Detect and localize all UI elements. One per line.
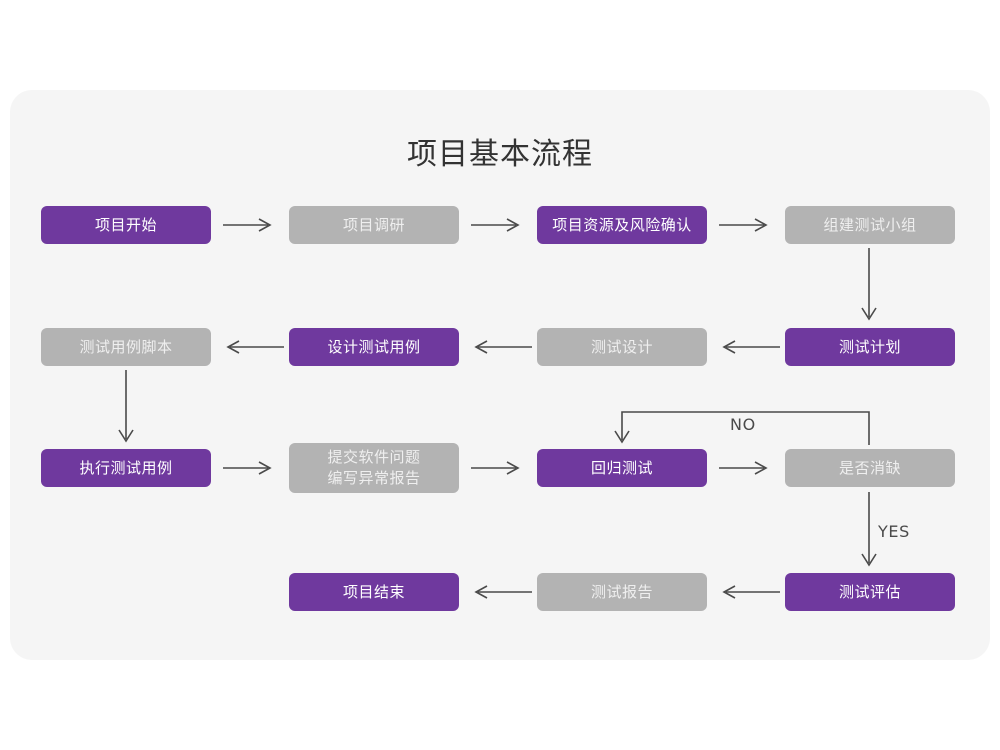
- edge-n3-n4: [719, 218, 768, 232]
- node-test-plan[interactable]: 测试计划: [785, 328, 955, 366]
- page-title: 项目基本流程: [407, 137, 593, 172]
- node-test-case-script[interactable]: 测试用例脚本: [41, 328, 211, 366]
- node-project-end[interactable]: 项目结束: [289, 573, 459, 611]
- edge-n14-n13: [474, 585, 532, 599]
- edge-n15-n14: [722, 585, 780, 599]
- edge-n12-n15-yes: [861, 492, 877, 567]
- edge-n11-n12: [719, 461, 768, 475]
- edge-n10-n11: [471, 461, 520, 475]
- node-resource-risk-confirm[interactable]: 项目资源及风险确认: [537, 206, 707, 244]
- edge-n2-n3: [471, 218, 520, 232]
- node-defect-cleared[interactable]: 是否消缺: [785, 449, 955, 487]
- node-test-design[interactable]: 测试设计: [537, 328, 707, 366]
- edge-n6-n5: [226, 340, 284, 354]
- edge-n5-n9: [118, 370, 134, 443]
- edge-label-yes: YES: [878, 522, 910, 541]
- edge-n7-n6: [474, 340, 532, 354]
- node-execute-test-case[interactable]: 执行测试用例: [41, 449, 211, 487]
- node-project-research[interactable]: 项目调研: [289, 206, 459, 244]
- diagram-card: [10, 90, 990, 660]
- node-test-evaluation[interactable]: 测试评估: [785, 573, 955, 611]
- edge-label-no: NO: [730, 415, 756, 434]
- edge-n8-n7: [722, 340, 780, 354]
- node-build-test-team[interactable]: 组建测试小组: [785, 206, 955, 244]
- node-regression-test[interactable]: 回归测试: [537, 449, 707, 487]
- node-submit-issue-report[interactable]: 提交软件问题 编写异常报告: [289, 443, 459, 493]
- node-project-start[interactable]: 项目开始: [41, 206, 211, 244]
- edge-n9-n10: [223, 461, 272, 475]
- node-test-report[interactable]: 测试报告: [537, 573, 707, 611]
- edge-n1-n2: [223, 218, 272, 232]
- node-design-test-case[interactable]: 设计测试用例: [289, 328, 459, 366]
- edge-n4-n8: [861, 248, 877, 321]
